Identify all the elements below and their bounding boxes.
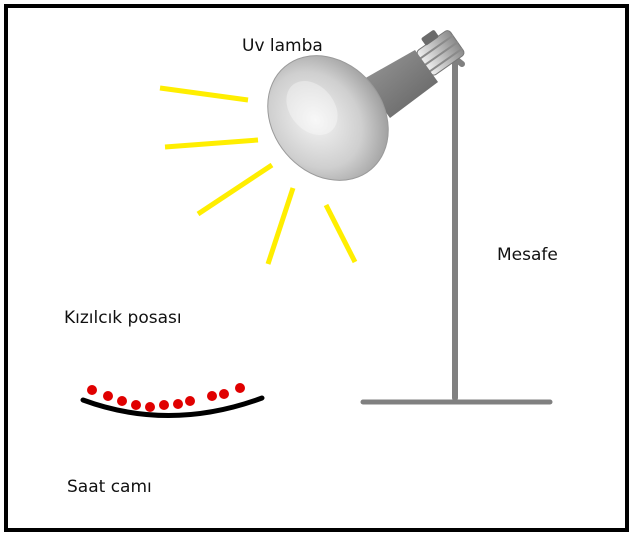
pomace-dot-icon <box>207 391 217 401</box>
distance-label: Mesafe <box>497 245 558 265</box>
pomace-label: Kızılcık posası <box>64 308 182 328</box>
pomace-dot-icon <box>131 400 141 410</box>
watch-glass-label: Saat camı <box>67 477 152 497</box>
pomace-dot-icon <box>145 402 155 412</box>
light-ray-icon <box>165 140 258 147</box>
light-ray-icon <box>326 205 355 262</box>
light-ray-icon <box>160 88 248 100</box>
pomace-dot-icon <box>185 396 195 406</box>
uv-lamp-label: Uv lamba <box>242 36 323 56</box>
light-ray-icon <box>268 188 293 264</box>
pomace-dot-icon <box>117 396 127 406</box>
pomace-dot-icon <box>219 389 229 399</box>
light-ray-icon <box>198 165 272 214</box>
pomace-dot-icon <box>173 399 183 409</box>
pomace-dot-icon <box>87 385 97 395</box>
pomace-dot-icon <box>103 391 113 401</box>
pomace-dot-icon <box>235 383 245 393</box>
pomace-dot-icon <box>159 400 169 410</box>
